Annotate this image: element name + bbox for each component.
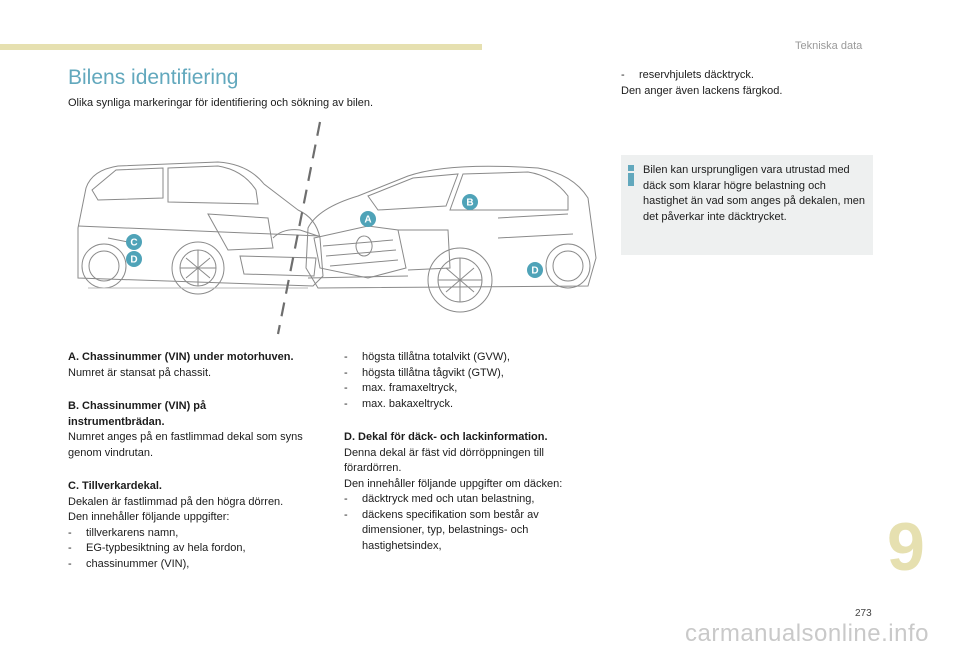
label-b: B (466, 198, 473, 209)
watermark: carmanualsonline.info (685, 620, 929, 647)
heading-d: D. Dekal för däck- och lackinformation. (344, 431, 548, 443)
column-middle: -högsta tillåtna totalvikt (GVW), -högst… (344, 350, 604, 554)
info-box: Bilen kan ursprungligen vara utrustad me… (621, 155, 873, 255)
label-d-left: D (130, 255, 137, 266)
page-number: 273 (855, 608, 872, 619)
list-item: -max. framaxeltryck, (344, 382, 458, 394)
text-colour-code: Den anger även lackens färgkod. (621, 84, 783, 97)
label-a: A (364, 215, 371, 226)
car-side-rear-drawing (77, 161, 324, 295)
list-item: -EG-typbesiktning av hela fordon, (68, 542, 246, 554)
list-item: -max. bakaxeltryck. (344, 397, 454, 410)
list-item: -högsta tillåtna tågvikt (GTW), (344, 366, 504, 379)
column-left: A. Chassinummer (VIN) under motorhuven. … (68, 350, 333, 572)
intro-text: Olika synliga markeringar för identifier… (68, 97, 374, 109)
heading-c: C. Tillverkardekal. (68, 480, 162, 492)
label-d-right: D (531, 266, 538, 277)
text-d2: Den innehåller följande uppgifter om däc… (344, 477, 563, 490)
column-right: -reservhjulets däcktryck. Den anger även… (621, 68, 876, 99)
chapter-number: 9 (887, 509, 925, 585)
info-icon (627, 165, 635, 186)
list-item: -reservhjulets däcktryck. (621, 69, 754, 81)
heading-a: A. Chassinummer (VIN) under motorhuven. (68, 351, 294, 363)
text-c2: Den innehåller följande uppgifter: (68, 511, 230, 523)
text-a: Numret är stansat på chassit. (68, 366, 212, 379)
car-front-drawing (305, 165, 597, 313)
info-text: Bilen kan ursprungligen vara utrustad me… (643, 164, 865, 223)
heading-b: B. Chassinummer (VIN) på instrumentbräda… (68, 400, 207, 428)
text-d1: Denna dekal är fäst vid dörröppningen ti… (344, 446, 544, 475)
page-title: Bilens identifiering (68, 66, 239, 89)
text-c1: Dekalen är fastlimmad på den högra dörre… (68, 495, 284, 508)
text-b: Numret anges på en fastlimmad dekal som … (68, 431, 303, 459)
section-title: Tekniska data (795, 40, 863, 52)
label-markers: C D A B D (126, 194, 543, 278)
list-item: -högsta tillåtna totalvikt (GVW), (344, 351, 510, 363)
list-item: -chassinummer (VIN), (68, 557, 190, 570)
label-c: C (130, 238, 137, 249)
header-accent-bar (0, 44, 482, 50)
list-item: -däckens specifikation som består av dim… (344, 508, 539, 552)
list-item: -däcktryck med och utan belastning, (344, 493, 535, 505)
list-item: -tillverkarens namn, (68, 526, 179, 539)
vehicle-illustration: C D A B D (77, 121, 597, 335)
